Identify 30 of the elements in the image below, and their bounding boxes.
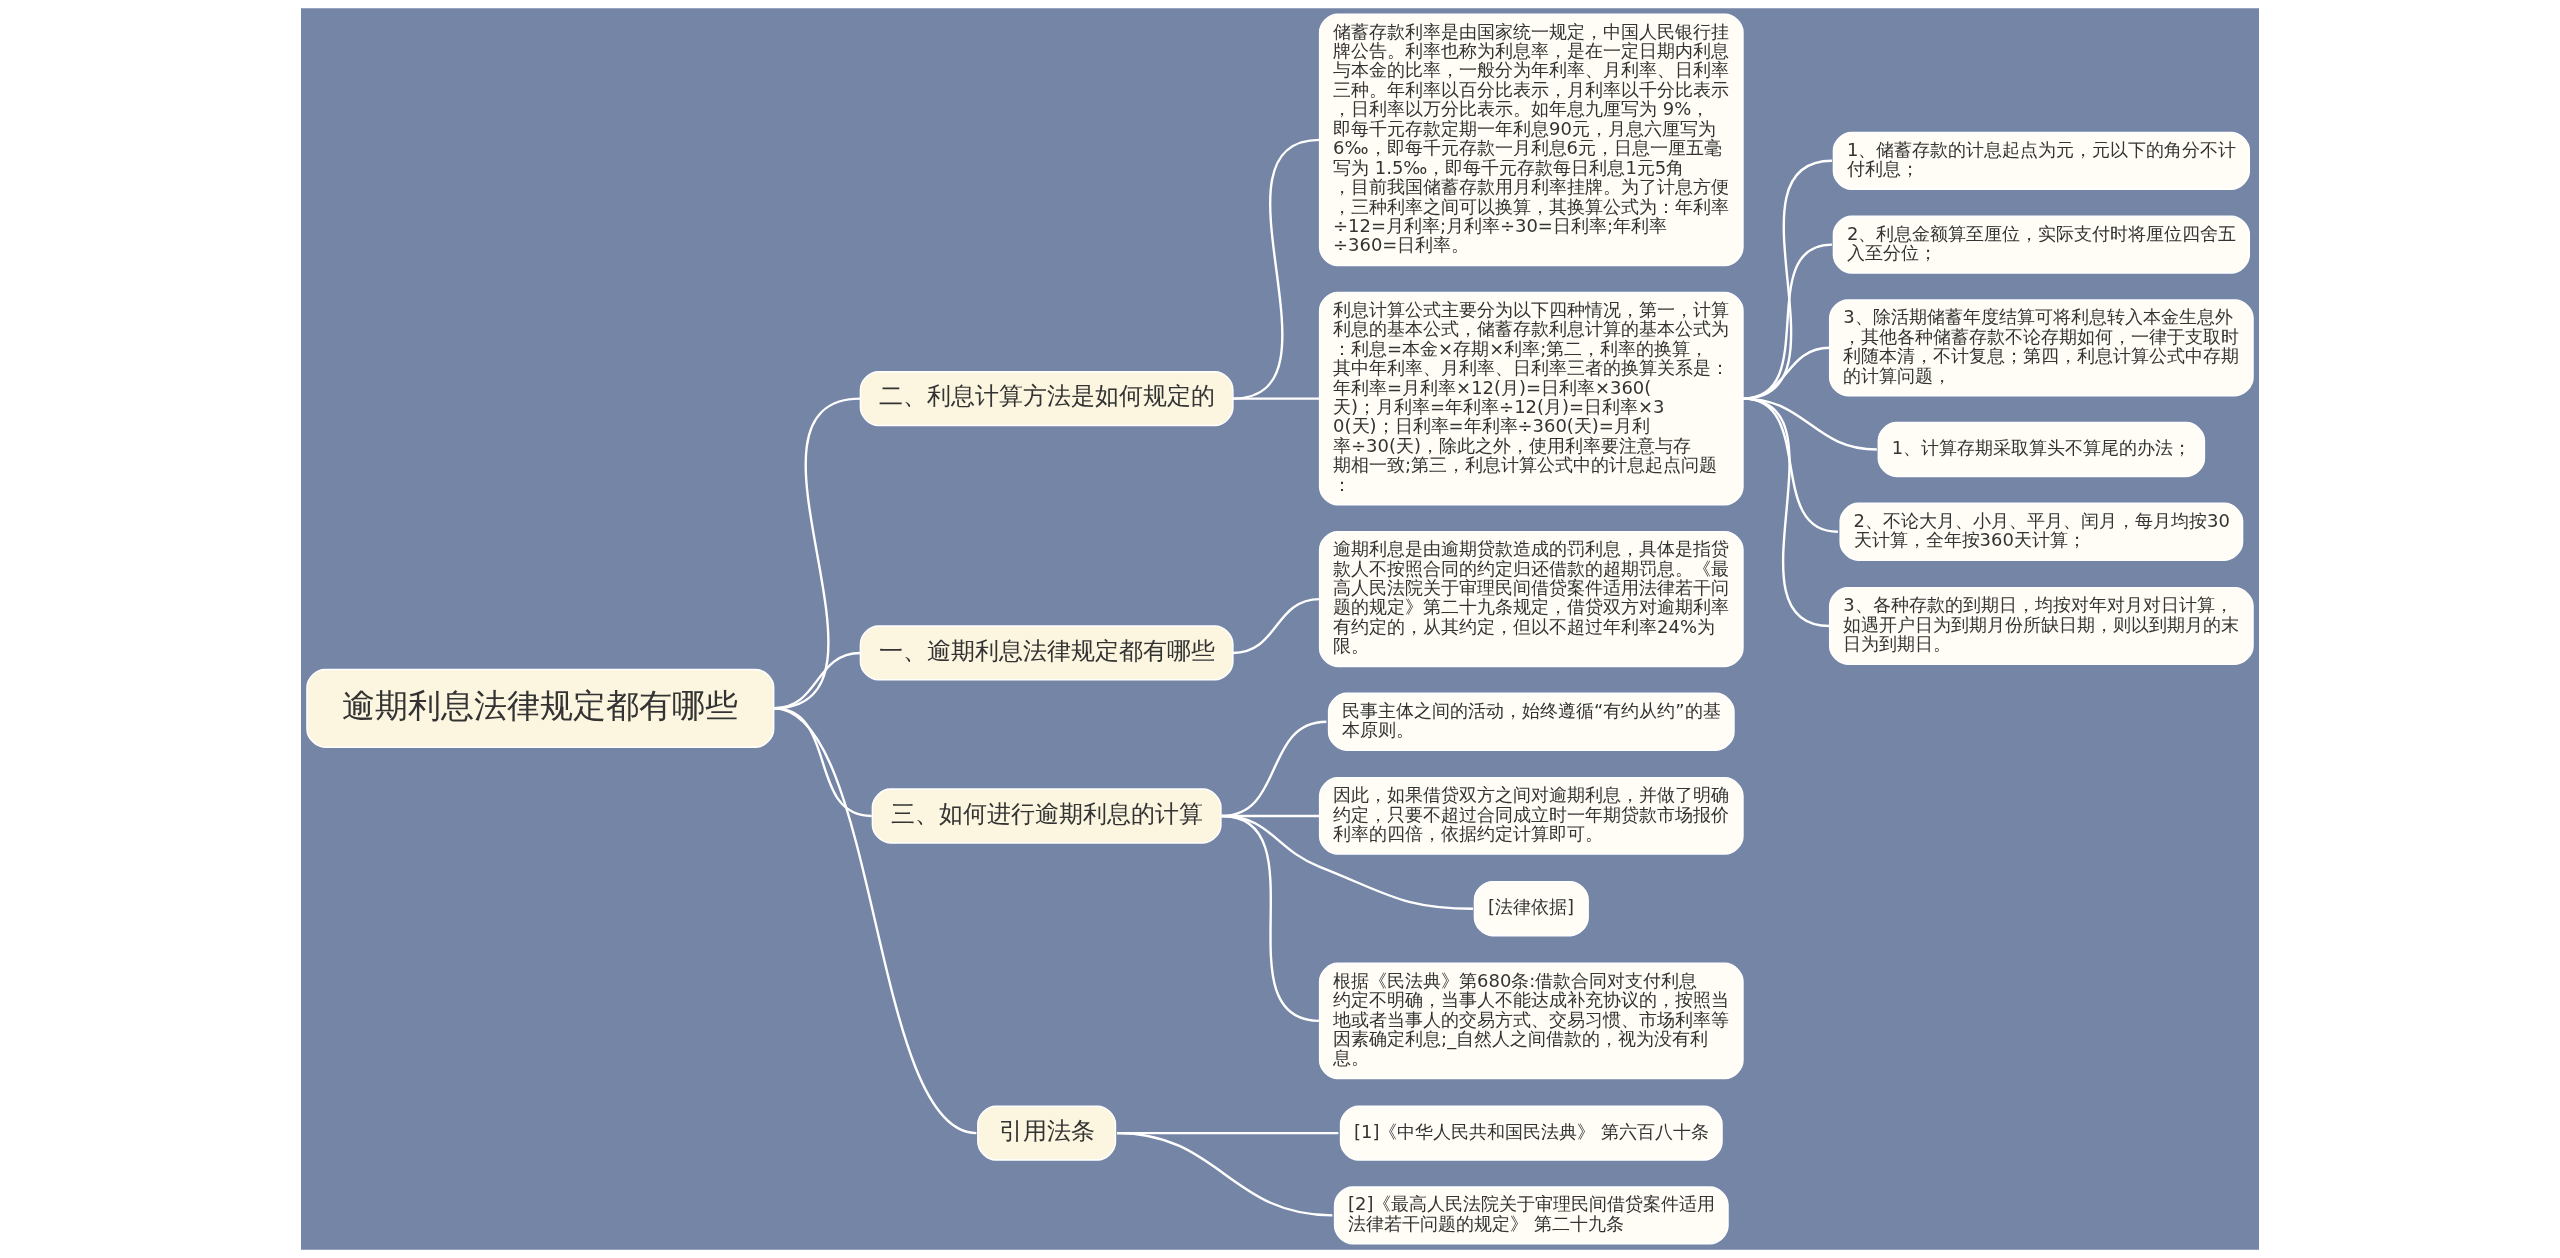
node-box: 二、利息计算方法是如何规定的 bbox=[859, 370, 1234, 427]
node-box: 2、不论大月、小月、平月、闰月，每月均按30天计算，全年按360天计算； bbox=[1839, 502, 2244, 561]
connector bbox=[773, 707, 977, 1135]
connector bbox=[1742, 346, 1830, 400]
connector bbox=[1232, 597, 1320, 655]
node-box: 根据《民法典》第680条:借款合同对支付利息约定不明确，当事人不能达成补充协议的，按照当地或者当事人的交易方式、交易习惯、市场利率等因素确定利息;_自然人之间借款的，视为没有利息。 bbox=[1318, 962, 1744, 1080]
connector bbox=[1742, 243, 1833, 400]
node-box: 1、储蓄存款的计息起点为元，元以下的角分不计付利息； bbox=[1832, 131, 2251, 190]
node-box: 利息计算公式主要分为以下四种情况，第一，计算利息的基本公式，储蓄存款利息计算的基本公式为：利息=本金×存期×利率;第二，利率的换算，其中年利率、月利率、日利率三者的换算关系是：年利率=月利率×12(月)=日利率×360(天)；月利率=年利率÷12(月)=日利率×30(天)；日利率=年利率÷360(天)=月利率÷30(天)，除此之外，使用利率要注意与存期相一致;第三，利息计算公式中的计息起点问题： bbox=[1318, 291, 1744, 506]
node-box: 因此，如果借贷双方之间对逾期利息，并做了明确约定，只要不超过合同成立时一年期贷款市场报价利率的四倍，依据约定计算即可。 bbox=[1318, 777, 1744, 855]
node-box: 3、各种存款的到期日，均按对年对月对日计算，如遇开户日为到期月份所缺日期，则以到期月的末日为到期日。 bbox=[1828, 587, 2254, 665]
node-box: 2、利息金额算至厘位，实际支付时将厘位四舍五入至分位； bbox=[1832, 215, 2251, 274]
node-box: 一、逾期利息法律规定都有哪些 bbox=[859, 625, 1234, 681]
node-box: 逾期利息是由逾期贷款造成的罚利息，具体是指贷款人不按照合同的约定归还借款的超期罚息。《最高人民法院关于审理民间借贷案件适用法律若干问题的规定》第二十九条规定，借贷双方对逾期利率有约定的，从其约定，但以不超过年利率24%为限。 bbox=[1318, 531, 1744, 668]
connector bbox=[1221, 814, 1320, 1023]
node-box: 储蓄存款利率是由国家统一规定，中国人民银行挂牌公告。利率也称为利息率，是在一定日期内利息与本金的比率，一般分为年利率、月利率、日利率三种。年利率以百分比表示，月利率以千分比表示，日利率以万分比表示。如年息九厘写为 9%，即每千元存款定期一年利息90元，月息六厘写为6‰，即每千元存款一月利息6元，日息一厘五毫写为 1.5‰，即每千元存款每日利息1元5角，目前我国储蓄存款用月利率挂牌。为了计息方便，三种利率之间可以换算，其换算公式为：年利率÷12=月利率;月利率÷30=日利率;年利率÷360=日利率。 bbox=[1318, 13, 1744, 267]
node-box: 3、除活期储蓄年度结算可将利息转入本金生息外，其他各种储蓄存款不论存期如何，一律于支取时利随本清，不计复息；第四，利息计算公式中存期的计算问题， bbox=[1828, 299, 2254, 397]
node-box: [2]《最高人民法院关于审理民间借贷案件适用法律若干问题的规定》 第二十九条 bbox=[1333, 1186, 1729, 1245]
connector bbox=[1742, 397, 1830, 628]
node-box: 逾期利息法律规定都有哪些 bbox=[306, 668, 775, 748]
connector bbox=[1232, 138, 1320, 400]
node-box: [法律依据] bbox=[1473, 881, 1589, 937]
node-box: 引用法条 bbox=[977, 1105, 1117, 1161]
connector bbox=[1742, 159, 1833, 400]
node-box: 民事主体之间的活动，始终遵循“有约从约”的基本原则。 bbox=[1327, 692, 1735, 751]
connector bbox=[1116, 1131, 1333, 1217]
node-box: 三、如何进行逾期利息的计算 bbox=[871, 788, 1222, 844]
node-box: [1]《中华人民共和国民法典》 第六百八十条 bbox=[1339, 1105, 1723, 1161]
node-box: 1、计算存期采取算头不算尾的办法； bbox=[1877, 421, 2206, 478]
connector bbox=[1232, 397, 1320, 400]
